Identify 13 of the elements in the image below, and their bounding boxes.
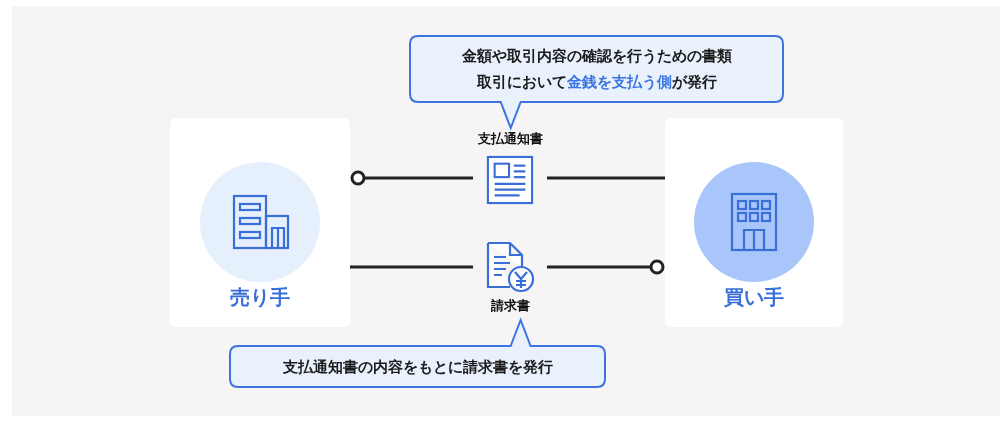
connector-line xyxy=(350,265,473,269)
connector-line xyxy=(350,170,473,186)
callout-text: 取引において金銭を支払う側が発行 xyxy=(475,72,718,93)
document-label: 請求書 xyxy=(489,297,531,315)
party-label: 買い手 xyxy=(723,284,785,311)
connector-line xyxy=(547,176,665,180)
connector-line xyxy=(547,259,665,275)
callout-text: 金額や取引内容の確認を行うための書類 xyxy=(460,46,733,67)
document-label: 支払通知書 xyxy=(476,130,544,148)
party-card xyxy=(665,118,843,327)
party-label: 売り手 xyxy=(229,284,291,311)
callout-text: 支払通知書の内容をもとに請求書を発行 xyxy=(281,356,554,378)
party-card xyxy=(170,118,350,327)
